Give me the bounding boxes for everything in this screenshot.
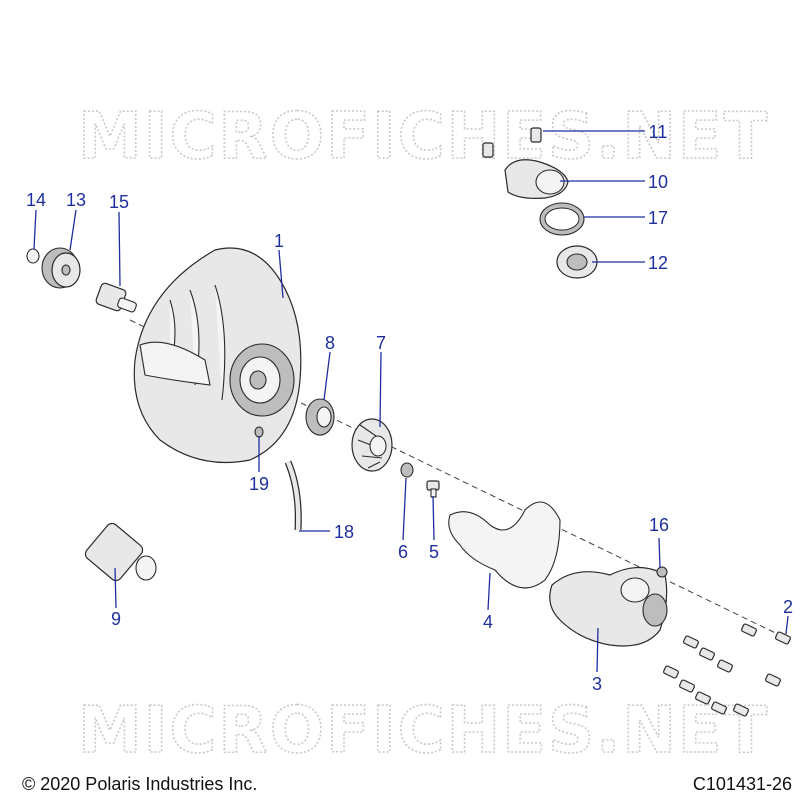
callout-8: 8 xyxy=(325,333,335,353)
diagram-code: C101431-26 xyxy=(693,774,792,794)
part-7-impeller xyxy=(351,418,393,472)
part-3-pump-cover xyxy=(549,566,668,647)
part-5-bolt xyxy=(426,480,440,498)
callout-2: 2 xyxy=(783,597,793,617)
part-18-hose-fill xyxy=(285,461,301,531)
callout-13: 13 xyxy=(66,190,86,210)
part-9-tube xyxy=(84,522,157,582)
part-17-oring-inner xyxy=(544,207,580,231)
callout-7: 7 xyxy=(376,333,386,353)
callout-14: 14 xyxy=(26,190,46,210)
part-16-fitting xyxy=(656,566,668,578)
callout-12: 12 xyxy=(648,253,668,273)
callout-11: 11 xyxy=(649,122,668,142)
callout-1: 1 xyxy=(274,231,284,251)
part-1-housing xyxy=(133,247,302,464)
callout-labels: 1 2 3 4 5 6 7 8 9 10 11 12 13 14 15 16 1… xyxy=(26,122,793,694)
callout-9: 9 xyxy=(111,609,121,629)
part-2-bolts xyxy=(663,623,791,717)
callout-4: 4 xyxy=(483,612,493,632)
watermark-top: MICROFICHES.NET xyxy=(78,100,769,174)
callout-6: 6 xyxy=(398,542,408,562)
watermark-bottom: MICROFICHES.NET xyxy=(78,694,769,768)
copyright-text: © 2020 Polaris Industries Inc. xyxy=(22,774,257,794)
callout-17: 17 xyxy=(648,208,668,228)
part-12-thermostat xyxy=(556,245,598,279)
part-8-seal xyxy=(305,398,335,436)
part-15-shaft xyxy=(95,282,137,313)
callout-3: 3 xyxy=(592,674,602,694)
callout-15: 15 xyxy=(109,192,129,212)
part-14-oring xyxy=(26,248,40,264)
part-11-bolts xyxy=(482,127,542,158)
callout-18: 18 xyxy=(334,522,354,542)
part-13-seal xyxy=(41,247,81,289)
callout-16: 16 xyxy=(649,515,669,535)
part-10-thermostat-housing xyxy=(504,159,569,199)
leader-lines xyxy=(33,130,789,673)
part-19-fitting xyxy=(254,426,264,438)
callout-5: 5 xyxy=(429,542,439,562)
callout-19: 19 xyxy=(249,474,269,494)
part-6-washer xyxy=(400,462,414,478)
part-4-gasket xyxy=(448,501,561,589)
callout-10: 10 xyxy=(648,172,668,192)
